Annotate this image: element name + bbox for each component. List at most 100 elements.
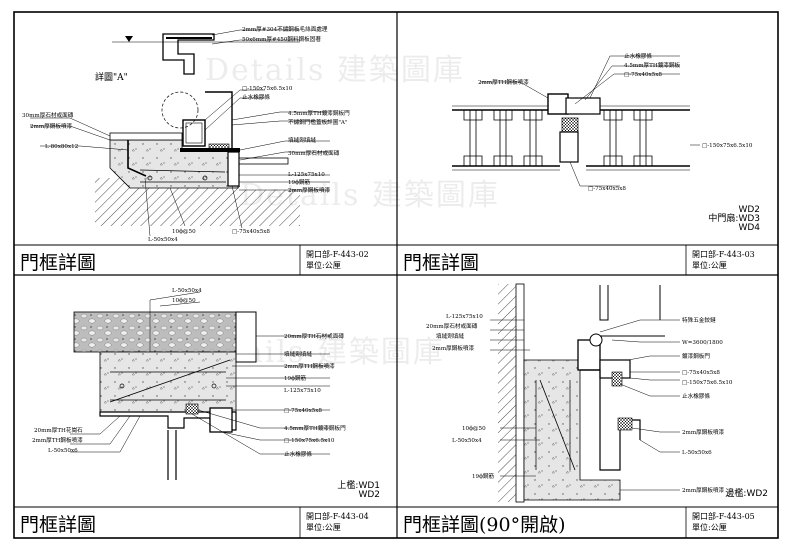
frame-tube-tr-low [559,131,579,163]
label-tl-4: 止水橡膠條 [242,93,270,101]
door-tags-tr: WD2 中門扇:WD3 WD4 [660,206,760,233]
label-tl-12: 30mm厚石材或面磚 [22,111,74,119]
rebar-diag-bl [109,359,231,403]
angle-l80 [127,140,147,177]
code-br: 開口部-F-443-05 [692,512,755,521]
label-br-12: 10ϕ@50 [462,425,486,432]
label-tr-3: □-75x40x5x8 [624,72,662,78]
rebar-br [535,380,571,470]
label-bl-3: 20mm厚TH石材或面磚 [284,332,344,340]
label-tl-14: L-80x80x12 [45,144,79,150]
rebar-bl [110,371,226,401]
door-tag-tr-1: WD2 [738,205,760,215]
label-tl-11: 2mm厚鋼板噴漆 [288,186,331,194]
door-top-br [599,285,661,321]
detail-a-circle [161,91,199,129]
door-tag-tr-row2: 中門扇:WD3 [660,215,760,224]
leaders-tl [30,29,330,237]
door-tag-bl-2: WD2 [358,490,380,500]
steel-right-tr [586,105,690,171]
label-br-7: 鍍漆鋼板門 [682,352,710,360]
label-bl-2: 10ϕ@50 [172,297,196,304]
stone-end-bl [235,311,257,363]
detail-a-section [162,33,215,75]
rebar-dot-2 [202,175,208,181]
door-leaf-tr [565,97,601,115]
label-bl-10: □-150x75x6.5x10 [284,438,335,444]
unit-tr: 單位:公厘 [692,261,727,270]
label-tl-9: L-125x75x10 [288,172,325,178]
jamb-frame-br [580,369,641,471]
door-tag-bl-1: WD1 [358,481,380,491]
seal-strip-br-2 [617,417,633,431]
label-tr-6: □-75x40x5x8 [588,186,626,192]
leaders-bl [70,291,330,455]
door-tags-br: 邊檻:WD2 [668,490,768,499]
label-tl-17: □-75x40x5x8 [232,229,270,235]
rebar-dot-1 [147,175,153,181]
code-tl: 開口部-F-443-02 [306,250,369,259]
frame-tube-tr-top [547,93,569,115]
label-br-5: 特殊五金鉸鏈 [682,316,716,324]
watermark-1: Details 建築圖庫 [205,53,465,88]
seal-strip-br-1 [611,371,623,387]
door-label-tr: 中門扇: [708,214,739,224]
door-label-br: 邊檻: [725,489,747,499]
door-tags-bl: 上檻:WD1 WD2 [280,482,380,500]
seal-strip-bl [185,403,199,415]
label-br-6: W=3600/1800 [682,340,723,346]
label-tl-15: 10ϕ@50 [172,228,196,235]
label-br-10: 止水橡膠條 [682,392,710,400]
label-bl-12: 20mm厚TH花崗石 [34,426,83,434]
leaders-br [490,319,680,491]
label-br-16: 2mm厚鋼板噴漆 [682,486,725,494]
frame-tube-150 [182,119,206,147]
label-br-15: 19ϕ鋼筋 [472,472,495,480]
label-tr-2: 4.5mm厚TH鍍漆鋼板 [624,61,680,69]
wall-hatch-br [498,284,516,502]
label-br-13: L-50x50x4 [452,438,482,444]
panel-title-tr: 門框詳圖 [403,252,480,274]
label-bl-9: 4.5mm厚TH鍍漆鋼板門 [284,424,346,432]
detail-a-plate [166,37,212,39]
unit-bl: 單位:公厘 [306,523,341,532]
label-bl-13: 2mm厚TH鋼板噴漆 [32,436,83,444]
concrete-jamb-br [523,359,621,501]
label-tl-2: 50x6mm厚#450鋼料鋼板固著 [242,35,321,43]
seal-strip-tr [561,117,579,133]
steel-left-tr [452,105,560,171]
label-bl-5: 2mm厚TH鋼板噴漆 [284,362,335,370]
door-tag-tr-3: WD4 [738,223,760,233]
label-tl-10: 19ϕ鋼筋 [288,178,311,186]
label-br-11: 2mm厚鋼板噴漆 [682,428,725,436]
door-tag-br-1: WD2 [746,489,768,499]
door-leaf-bl [167,430,177,480]
panel-code-br: 開口部-F-443-05 單位:公厘 [692,511,755,533]
panel-title-br: 門框詳圖(90°開啟) [403,514,566,536]
stone-finish-left [109,132,183,141]
code-bl: 開口部-F-443-04 [306,512,369,521]
label-br-2: 20mm厚石材或面磚 [426,322,478,330]
label-tl-8: 30mm厚石材或面磚 [288,149,340,157]
label-tl-5: 4.5mm厚TH鍍漆鋼板門 [288,109,350,117]
ground-hatch-tl [95,178,240,226]
callout-detail-a: 詳圖"A" [95,71,128,83]
panel-title-tl: 門框詳圖 [20,252,97,274]
label-br-14: L-50x50x6 [682,450,712,456]
rebar-dot-bl-1 [119,383,125,389]
detail-bl: L-50x50x4 10ϕ@50 20mm厚TH石材或面磚 填縫劑填縫 2mm厚… [32,288,346,480]
detail-tl: 詳圖"A" 2mm厚#304不鏽鋼板毛絲面處理 50x6mm厚#450鋼料鋼板固… [22,25,350,243]
label-tr-1: 止水橡膠條 [624,52,652,60]
panel-code-bl: 開口部-F-443-04 單位:公厘 [306,511,369,533]
ground-hatch-tl-right [240,190,300,226]
panel-title-bl: 門框詳圖 [20,514,97,536]
label-bl-1: L-50x50x4 [172,288,202,294]
label-br-1: L-125x75x10 [446,314,483,320]
unit-br: 單位:公厘 [692,523,727,532]
panel-code-tr: 開口部-F-443-03 單位:公厘 [692,249,755,271]
rebar-dot-bl-2 [211,383,217,389]
label-tl-3: □-150x75x6.5x10 [242,86,293,92]
label-tl-16: L-50x50x4 [148,237,178,243]
